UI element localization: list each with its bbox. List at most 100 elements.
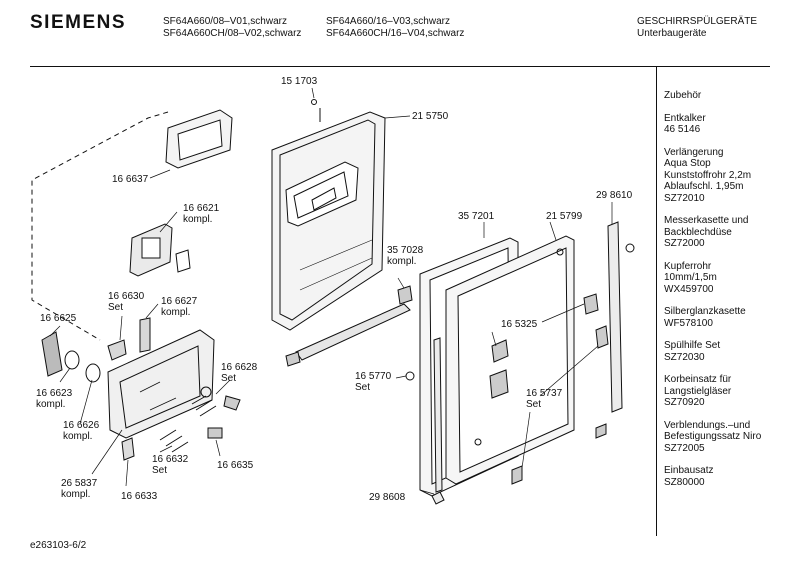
part-number-label: 16 6637 — [112, 174, 149, 185]
front-door-panel — [445, 235, 575, 485]
part-number: 16 6632 — [152, 454, 189, 465]
header-divider — [30, 66, 770, 67]
part-number-label: 35 7028 kompl. — [387, 245, 423, 267]
assembly-guide-line — [31, 111, 169, 341]
part-number-label: 21 5799 — [546, 211, 583, 222]
part-qualifier: kompl. — [161, 307, 191, 318]
part-qualifier: kompl. — [36, 399, 66, 410]
part-number-label: 16 6623 kompl. — [36, 388, 72, 410]
accessory-line: Verlängerung — [664, 146, 724, 158]
part-qualifier: Set — [221, 373, 237, 384]
accessory-entry: Korbeinsatz für Langstielgläser SZ70920 — [664, 374, 794, 409]
accessory-code: WF578100 — [664, 317, 713, 329]
accessory-line: Verblendungs.–und — [664, 419, 751, 431]
side-strip-left — [431, 337, 445, 505]
accessory-line: Ablaufschl. 1,95m — [664, 181, 744, 192]
accessory-code: SZ72005 — [664, 442, 705, 454]
part-number-label: 16 5325 — [501, 319, 538, 330]
part-number-label: 16 6633 — [121, 491, 158, 502]
accessory-code: WX459700 — [664, 283, 714, 295]
accessory-entry: Entkalker 46 5146 — [664, 113, 794, 136]
part-number-label: 21 5750 — [412, 111, 449, 122]
part-number-label: 29 8608 — [369, 492, 406, 503]
part-number: 16 6628 — [221, 362, 258, 373]
detergent-dispenser-part — [129, 223, 191, 277]
part-number-label: 16 6635 — [217, 460, 254, 471]
accessories-panel: Zubehör Entkalker 46 5146 Verlängerung A… — [664, 90, 794, 499]
model-number: SF64A660CH/08–V02,schwarz — [163, 28, 302, 39]
springs-and-clips — [121, 386, 241, 461]
accessory-entry: Kupferrohr 10mm/1,5m WX459700 — [664, 261, 794, 296]
accessory-entry: Messerkasette und Backblechdüse SZ72000 — [664, 215, 794, 250]
part-number-label: 16 6628 Set — [221, 362, 257, 384]
accessory-entry: Einbausatz SZ80000 — [664, 465, 794, 488]
part-qualifier: Set — [108, 302, 124, 313]
part-number: 35 7028 — [387, 245, 424, 256]
part-number: 16 6626 — [63, 420, 100, 431]
brand-logo: SIEMENS — [30, 12, 127, 33]
accessory-code: SZ80000 — [664, 476, 705, 488]
part-qualifier: kompl. — [387, 256, 417, 267]
drawing-id: e263103-6/2 — [30, 540, 87, 551]
accessory-code: SZ72000 — [664, 238, 705, 249]
part-number-label: 26 5837 kompl. — [61, 478, 97, 500]
accessory-line: Entkalker — [664, 112, 706, 124]
part-number: 16 6621 — [183, 203, 220, 214]
part-number-label: 29 8610 — [596, 190, 633, 201]
part-number: 16 6627 — [161, 296, 198, 307]
category-title: GESCHIRRSPÜLGERÄTE — [637, 16, 758, 27]
part-number-label: 16 5737 Set — [526, 388, 562, 410]
part-number-label: 16 6625 — [40, 313, 77, 324]
accessory-line: Silberglanzkasette — [664, 306, 746, 317]
model-number: SF64A660/16–V03,schwarz — [326, 16, 450, 27]
accessory-entry: Verlängerung Aqua Stop Kunststoffrohr 2,… — [664, 147, 794, 205]
hinge-bar — [285, 285, 413, 367]
leader-lines — [49, 87, 613, 495]
door-inner-panel — [271, 108, 386, 331]
accessory-line: 10mm/1,5m — [664, 272, 717, 283]
accessory-line: Kunststoffrohr 2,2m — [664, 169, 752, 181]
accessory-code: SZ70920 — [664, 397, 705, 408]
part-number: 16 6630 — [108, 291, 145, 302]
model-number: SF64A660/08–V01,schwarz — [163, 16, 287, 27]
part-qualifier: kompl. — [63, 431, 93, 442]
model-list-right: SF64A660/16–V03,schwarz SF64A660CH/16–V0… — [326, 16, 464, 40]
part-number-label: 16 6621 kompl. — [183, 203, 219, 225]
part-number-label: 16 6627 kompl. — [161, 296, 197, 318]
part-qualifier: Set — [152, 465, 168, 476]
accessory-entry: Silberglanzkasette WF578100 — [664, 306, 794, 329]
accessory-line: Korbeinsatz für — [664, 374, 732, 385]
part-number-label: 16 5770 Set — [355, 371, 391, 393]
accessory-entry: Verblendungs.–und Befestigungssatz Niro … — [664, 420, 794, 455]
accessory-line: Backblechdüse — [664, 226, 732, 238]
accessory-line: Spülhilfe Set — [664, 340, 721, 351]
part-number-label: 16 6626 kompl. — [63, 420, 99, 442]
part-number-label: 16 6630 Set — [108, 291, 144, 313]
part-number: 26 5837 — [61, 478, 98, 489]
part-qualifier: Set — [355, 382, 371, 393]
part-number: 16 5737 — [526, 388, 563, 399]
part-number: 16 6623 — [36, 388, 73, 399]
category-subtitle: Unterbaugeräte — [637, 28, 707, 39]
side-strip-right — [607, 221, 635, 413]
screw-icon — [311, 99, 317, 105]
product-category: GESCHIRRSPÜLGERÄTE Unterbaugeräte — [637, 16, 757, 40]
accessories-heading: Zubehör — [664, 90, 702, 101]
sidebar-divider — [656, 66, 657, 536]
model-list-left: SF64A660/08–V01,schwarz SF64A660CH/08–V0… — [163, 16, 301, 40]
rinse-aid-parts — [41, 317, 151, 383]
accessory-line: Kupferrohr — [664, 260, 712, 272]
seal-frame — [165, 109, 233, 169]
accessory-line: Aqua Stop — [664, 158, 711, 169]
model-number: SF64A660CH/16–V04,schwarz — [326, 28, 465, 39]
accessory-line: Messerkasette und — [664, 215, 749, 226]
part-number-label: 15 1703 — [281, 76, 318, 87]
part-qualifier: kompl. — [61, 489, 91, 500]
accessory-entry: Spülhilfe Set SZ72030 — [664, 340, 794, 363]
part-qualifier: Set — [526, 399, 542, 410]
part-qualifier: kompl. — [183, 214, 213, 225]
accessory-code: SZ72010 — [664, 192, 705, 204]
part-number-label: 35 7201 — [458, 211, 495, 222]
part-number: 16 5770 — [355, 371, 392, 382]
